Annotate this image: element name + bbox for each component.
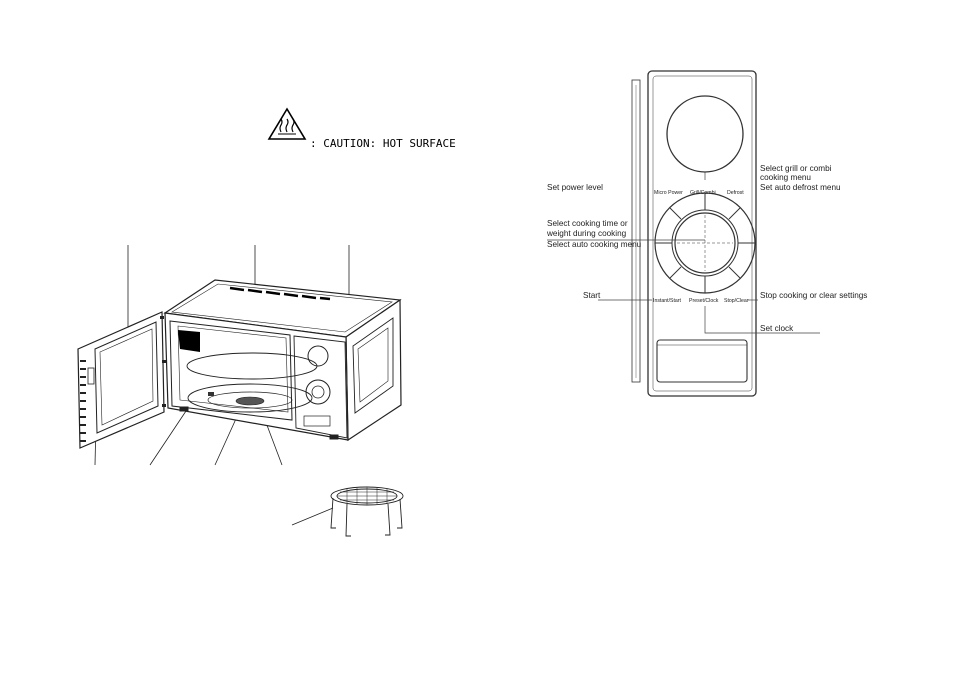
callout-auto-menu: Select auto cooking menu	[547, 240, 642, 249]
callout-start: Start	[583, 291, 601, 300]
hot-surface-warning-icon	[267, 107, 307, 140]
callout-defrost: Set auto defrost menu	[760, 183, 841, 192]
callout-grill-combi-line1: Select grill or combi	[760, 164, 832, 173]
stop-clear-label: Stop/Clear	[724, 298, 749, 304]
callout-power-level: Set power level	[547, 183, 603, 192]
callout-grill-combi-line2: cooking menu	[760, 173, 811, 182]
callout-stop: Stop cooking or clear settings	[760, 291, 868, 300]
callout-time-weight-line1: Select cooking time or	[547, 219, 628, 228]
defrost-label: Defrost	[727, 190, 744, 196]
micro-power-label: Micro Power	[654, 190, 683, 196]
grill-combi-label: Grill/Combi	[690, 190, 716, 196]
instant-start-label: Instant/Start	[653, 298, 681, 304]
wire-rack-drawing	[330, 486, 404, 537]
caution-text: : CAUTION: HOT SURFACE	[310, 137, 456, 150]
microwave-oven-drawing	[77, 245, 404, 537]
preset-clock-label: Preset/Clock	[689, 298, 719, 304]
callout-time-weight-line2: weight during cooking	[547, 229, 627, 238]
callout-clock: Set clock	[760, 324, 794, 333]
control-panel-drawing	[547, 70, 820, 397]
